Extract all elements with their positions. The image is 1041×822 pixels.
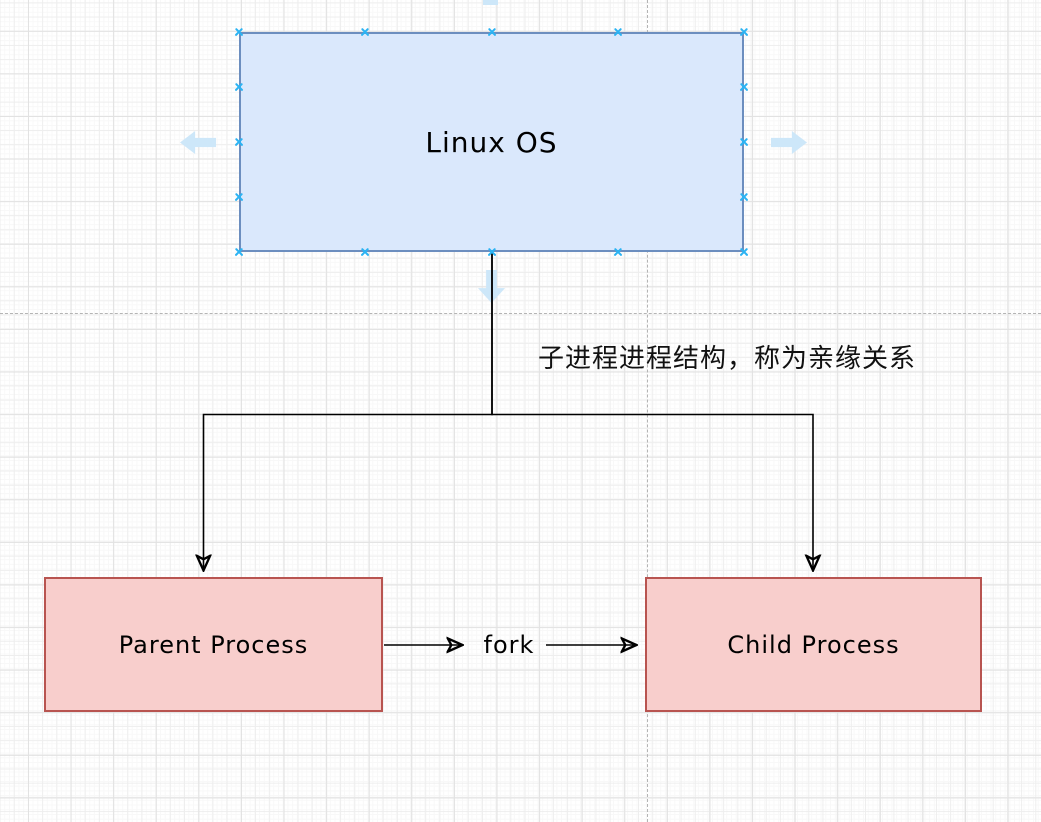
node-parent-process[interactable]: Parent Process xyxy=(44,577,383,712)
connection-point-icon[interactable] xyxy=(739,247,749,257)
connection-point-icon[interactable] xyxy=(234,82,244,92)
edge-linux-to-child[interactable] xyxy=(491,253,813,569)
edge-linux-to-parent[interactable] xyxy=(204,253,493,569)
connection-point-icon[interactable] xyxy=(234,27,244,37)
node-child-process-label: Child Process xyxy=(727,630,900,659)
node-parent-process-label: Parent Process xyxy=(118,630,309,659)
connection-point-icon[interactable] xyxy=(739,137,749,147)
node-linux-os[interactable]: Linux OS xyxy=(239,32,744,252)
annotation-text[interactable]: 子进程进程结构，称为亲缘关系 xyxy=(538,344,917,374)
connection-point-icon[interactable] xyxy=(487,247,497,257)
connection-point-icon[interactable] xyxy=(487,27,497,37)
node-child-process[interactable]: Child Process xyxy=(645,577,982,712)
connection-point-icon[interactable] xyxy=(739,192,749,202)
page-guide-horizontal xyxy=(0,313,1041,314)
page-guide-vertical xyxy=(647,0,648,822)
direction-arrow-up-icon[interactable] xyxy=(483,0,498,5)
connection-point-icon[interactable] xyxy=(739,82,749,92)
connection-point-icon[interactable] xyxy=(360,247,370,257)
node-linux-os-label: Linux OS xyxy=(425,125,558,159)
edge-label-fork[interactable]: fork xyxy=(483,631,535,659)
connection-point-icon[interactable] xyxy=(234,192,244,202)
connection-point-icon[interactable] xyxy=(613,27,623,37)
connection-point-icon[interactable] xyxy=(234,137,244,147)
connection-point-icon[interactable] xyxy=(613,247,623,257)
connection-point-icon[interactable] xyxy=(360,27,370,37)
connection-point-icon[interactable] xyxy=(739,27,749,37)
connection-point-icon[interactable] xyxy=(234,247,244,257)
